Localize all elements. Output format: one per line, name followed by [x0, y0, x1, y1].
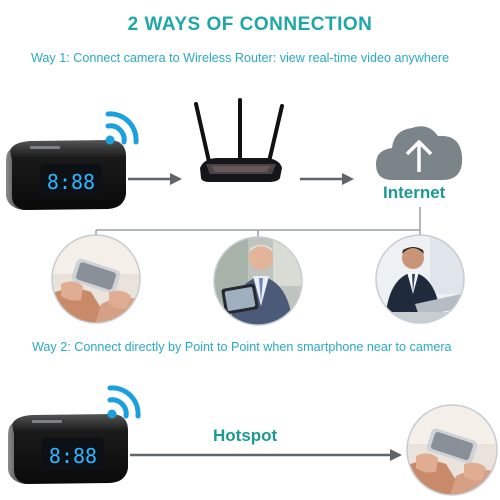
- clock-display: 8:88: [49, 444, 97, 468]
- laptop-user-photo: [375, 234, 465, 324]
- clock-display: 8:88: [47, 170, 95, 194]
- wifi-icon: [107, 385, 141, 419]
- tablet-user-photo: [213, 236, 303, 326]
- cloud-upload-icon: [376, 126, 463, 180]
- way-2-description: Way 2: Connect directly by Point to Poin…: [32, 340, 452, 354]
- clock-camera-icon: 8:88: [8, 414, 128, 484]
- hotspot-label: Hotspot: [213, 426, 278, 445]
- arrow-right-icon: [300, 173, 354, 185]
- way-1-description: Way 1: Connect camera to Wireless Router…: [31, 51, 450, 65]
- arrow-right-icon: [130, 449, 402, 461]
- page-title: 2 WAYS OF CONNECTION: [127, 14, 373, 35]
- internet-label: Internet: [383, 183, 446, 202]
- arrow-right-icon: [128, 173, 182, 185]
- smartphone-user-photo: [406, 404, 498, 496]
- smartphone-user-photo: [51, 234, 141, 324]
- router-icon: [194, 98, 284, 182]
- clock-camera-icon: 8:88: [6, 140, 126, 210]
- wifi-icon: [105, 111, 139, 145]
